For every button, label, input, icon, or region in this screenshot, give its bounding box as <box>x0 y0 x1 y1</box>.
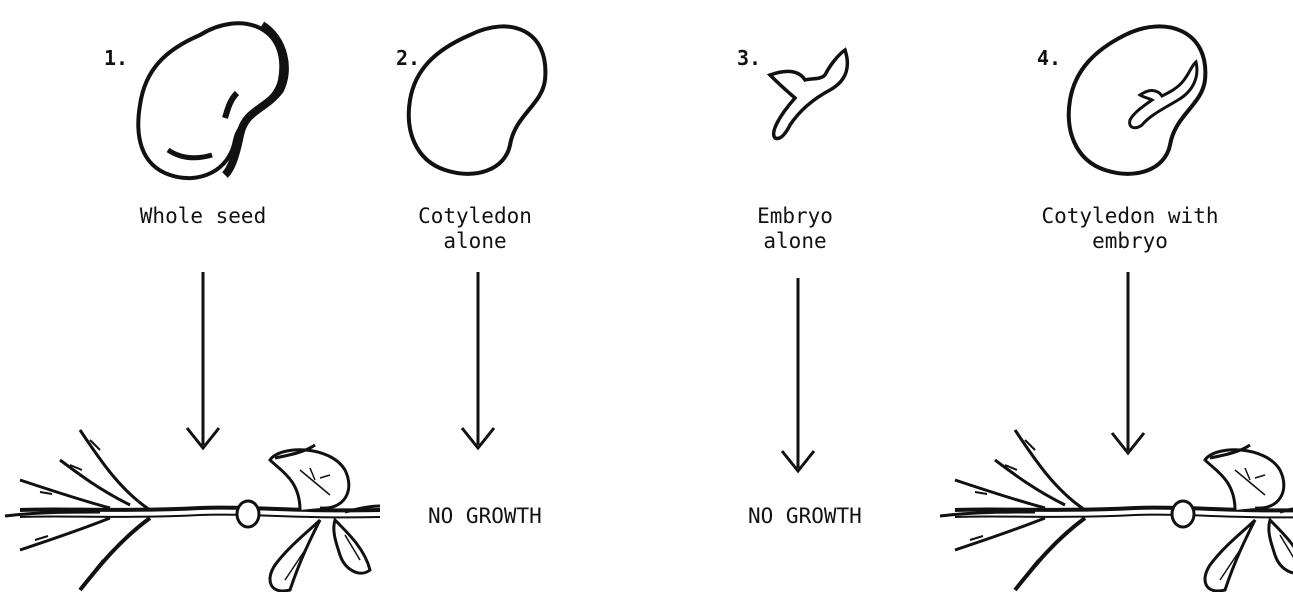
label-embryo-alone: Embryo alone <box>695 204 895 254</box>
label-line: embryo <box>1000 229 1260 254</box>
result-no-growth-2: NO GROWTH <box>428 504 542 529</box>
panel-number-1: 1. <box>104 46 128 70</box>
label-line: Whole seed <box>103 204 303 229</box>
arrow-3 <box>782 278 814 471</box>
whole-seed-illustration <box>138 23 285 178</box>
result-no-growth-3: NO GROWTH <box>748 504 862 529</box>
plant-illustration-1 <box>5 430 380 591</box>
label-line: Embryo <box>695 204 895 229</box>
embryo-illustration <box>770 50 847 138</box>
cotyledon-with-embryo-illustration <box>1069 26 1206 173</box>
label-line: Cotyledon <box>375 204 575 229</box>
label-line: alone <box>375 229 575 254</box>
label-line: alone <box>695 229 895 254</box>
arrow-2 <box>462 272 494 448</box>
plant-illustration-4 <box>940 430 1293 591</box>
arrow-4 <box>1112 272 1144 453</box>
label-cotyledon-with-embryo: Cotyledon with embryo <box>1000 204 1260 254</box>
label-line: Cotyledon with <box>1000 204 1260 229</box>
label-cotyledon-alone: Cotyledon alone <box>375 204 575 254</box>
arrow-1 <box>187 272 219 448</box>
label-whole-seed: Whole seed <box>103 204 303 229</box>
cotyledon-illustration <box>409 26 546 173</box>
panel-number-3: 3. <box>737 46 761 70</box>
panel-number-2: 2. <box>396 46 420 70</box>
panel-number-4: 4. <box>1037 46 1061 70</box>
